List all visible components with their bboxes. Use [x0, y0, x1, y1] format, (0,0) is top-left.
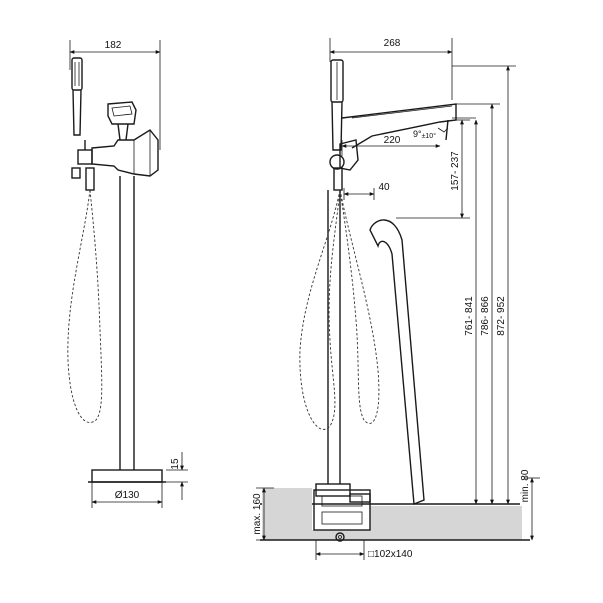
box-size-label: □102x140 — [368, 549, 413, 560]
front-width-label: 182 — [105, 40, 122, 51]
front-hose — [67, 189, 103, 423]
install-box — [313, 489, 371, 531]
offset-40-label: 40 — [378, 182, 390, 193]
h-157-237-label: 157- 237 — [450, 151, 461, 191]
h-872-952-label: 872- 952 — [496, 296, 507, 336]
h-761-841-label: 761- 841 — [464, 296, 475, 336]
side-view: 268 9°±10° 220 40 — [252, 38, 540, 560]
front-base-plate — [91, 469, 163, 483]
base-height-label: 15 — [170, 458, 181, 470]
spout-angle-label: 9°±10° — [413, 129, 436, 140]
front-mixer-body — [91, 129, 159, 177]
floor-section — [262, 488, 522, 540]
side-hand-shower — [330, 59, 344, 151]
side-width-label: 268 — [384, 38, 401, 49]
front-hand-shower — [71, 57, 83, 136]
min-80-label: min. 80 — [520, 469, 531, 502]
front-lever — [107, 101, 137, 125]
front-view: 182 15 — [67, 40, 188, 508]
bath-edge — [369, 219, 425, 505]
spout-reach-label: 220 — [384, 135, 401, 146]
max-160-label: max. 160 — [252, 493, 263, 535]
side-hose — [299, 189, 341, 430]
base-diameter-label: Ø130 — [115, 490, 140, 501]
h-786-866-label: 786- 866 — [480, 296, 491, 336]
